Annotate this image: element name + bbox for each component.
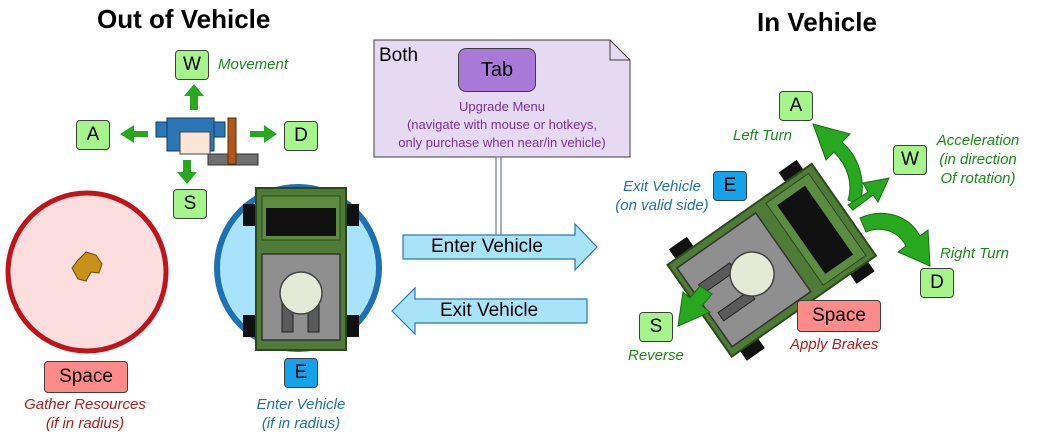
enter-line2: (if in radius) xyxy=(261,415,341,432)
resource-node-icon xyxy=(71,251,103,282)
left-turn-caption: Left Turn xyxy=(733,127,792,144)
arrow-left-icon xyxy=(120,125,148,143)
key-w-out: W xyxy=(175,50,209,80)
key-d-out: D xyxy=(284,121,318,151)
exit-line2: (on valid side) xyxy=(615,197,709,214)
vehicle-icon-left xyxy=(243,187,359,351)
gather-line2: (if in radius) xyxy=(45,415,125,432)
vehicle-icon-right xyxy=(666,159,878,361)
key-a-in: A xyxy=(779,91,813,121)
key-a-out: A xyxy=(76,120,110,150)
upgrade-menu-title: Upgrade Menu xyxy=(459,99,545,114)
acceleration-caption: Acceleration (in direction Of rotation) xyxy=(928,131,1028,188)
key-s-in: S xyxy=(639,312,673,342)
key-w-in: W xyxy=(893,145,927,175)
upgrade-menu-caption: Upgrade Menu (navigate with mouse or hot… xyxy=(374,98,630,152)
character-icon xyxy=(155,117,259,166)
enter-vehicle-caption: Enter Vehicle (if in radius) xyxy=(236,395,366,433)
arrow-down-icon xyxy=(177,160,197,184)
accel-line3: Of rotation) xyxy=(940,170,1016,187)
out-of-vehicle-title: Out of Vehicle xyxy=(97,4,271,34)
exit-vehicle-caption: Exit Vehicle (on valid side) xyxy=(604,177,720,215)
key-e-in: E xyxy=(713,171,747,201)
accel-line2: (in direction xyxy=(939,151,1017,168)
exit-vehicle-label: Exit Vehicle xyxy=(440,300,539,321)
right-turn-caption: Right Turn xyxy=(940,245,1009,262)
enter-line1: Enter Vehicle xyxy=(256,396,346,413)
key-d-in: D xyxy=(920,268,954,298)
accel-line1: Acceleration xyxy=(936,132,1020,149)
enter-vehicle-label: Enter Vehicle xyxy=(431,236,543,257)
key-e-out: E xyxy=(284,358,318,388)
left-turn-arrow-icon xyxy=(812,123,863,205)
upgrade-menu-line2: (navigate with mouse or hotkeys, xyxy=(406,117,598,132)
exit-line1: Exit Vehicle xyxy=(623,178,701,195)
arrow-right-icon xyxy=(250,125,277,143)
reverse-caption: Reverse xyxy=(628,347,684,364)
tab-key: Tab xyxy=(458,48,536,92)
gather-resources-caption: Gather Resources (if in radius) xyxy=(0,395,170,433)
right-turn-arrow-icon xyxy=(859,212,931,267)
in-vehicle-title: In Vehicle xyxy=(757,7,877,37)
exit-vehicle-arrow xyxy=(391,286,588,336)
movement-arrows xyxy=(120,84,277,184)
key-space-out: Space xyxy=(44,361,128,393)
both-box xyxy=(373,39,631,158)
reverse-arrow-icon xyxy=(677,285,713,327)
upgrade-menu-line3: only purchase when near/in vehicle) xyxy=(398,135,606,150)
apply-brakes-caption: Apply Brakes xyxy=(790,336,879,353)
key-s-out: S xyxy=(173,189,207,219)
gather-line1: Gather Resources xyxy=(24,396,146,413)
movement-caption: Movement xyxy=(218,56,289,73)
enter-vehicle-arrow xyxy=(402,222,598,272)
key-space-in: Space xyxy=(797,300,881,332)
both-label: Both xyxy=(379,45,419,66)
arrow-up-icon xyxy=(184,84,204,110)
acceleration-arrow-icon xyxy=(847,177,890,211)
both-connector xyxy=(495,156,502,238)
